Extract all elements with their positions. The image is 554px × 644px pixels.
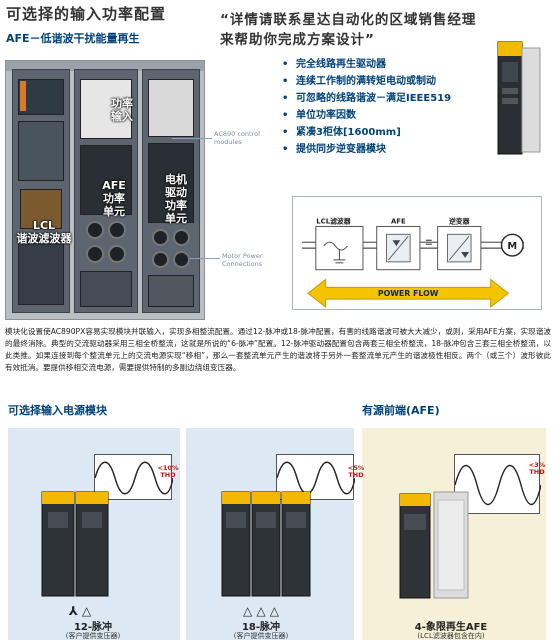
- contact-quote: “详情请联系星达自动化的区域销售经理来帮助你完成方案设计”: [220, 12, 477, 48]
- thd-label: THD: [160, 471, 176, 479]
- annotation-control-modules: AC890 control modules: [214, 130, 260, 146]
- drive-product-image: [497, 41, 541, 155]
- annotation-line-control: [172, 138, 212, 139]
- label-afe-unit: AFE 功率 单元: [102, 179, 126, 218]
- feature-item: 完全线路再生驱动器: [282, 56, 451, 73]
- drive-afe-image: [399, 491, 469, 599]
- cabinet-photo: 功率 输入 AFE 功率 单元 电机 驱动 功率 单元 LCL 谐波滤波器: [5, 60, 205, 320]
- lcl-filter-label: LCL滤波器: [316, 217, 350, 226]
- drive-12pulse-image: [41, 491, 109, 597]
- caption-12pulse: 12-脉冲: [73, 622, 113, 633]
- feature-list: 完全线路再生驱动器 连续工作制的满转矩电动或制动 可忽略的线路谐波－满足IEEE…: [282, 56, 451, 158]
- afe-label: AFE: [391, 218, 406, 226]
- power-flow-label: POWER FLOW: [378, 289, 439, 298]
- transformer-symbol: △ △ △: [242, 604, 280, 618]
- annotation-motor-power: Motor Power Connections: [222, 252, 263, 268]
- thd-label: THD: [348, 471, 364, 479]
- subcaption-afe: (LCL滤波器包含在内): [417, 632, 485, 640]
- annotation-line-motor: [190, 258, 220, 259]
- thd-value: <5%: [347, 464, 365, 472]
- description-paragraph: 模块化设置使AC890PX容易实现模块并联输入，实现多相整流配置。通过12-脉冲…: [5, 327, 551, 372]
- thd-value: <10%: [157, 464, 179, 472]
- section-title-input-modules: 可选择输入电源模块: [8, 404, 107, 417]
- label-motor-drive-unit: 电机 驱动 功率 单元: [165, 173, 187, 225]
- power-flow-diagram: M LCL滤波器 AFE 逆变器 POWER FLOW: [292, 196, 542, 310]
- caption-18pulse: 18-脉冲: [241, 622, 281, 633]
- afe-subtitle: AFE－低谐波干扰能量再生: [6, 32, 140, 45]
- subcaption-12pulse: (客户提供变压器): [65, 632, 121, 640]
- feature-item: 提供同步逆变器模块: [282, 141, 451, 158]
- thd-label: THD: [529, 468, 545, 476]
- transformer-symbol: ⅄ △: [68, 604, 92, 618]
- subcaption-18pulse: (客户提供变压器): [233, 632, 289, 640]
- feature-item: 连续工作制的满转矩电动或制动: [282, 73, 451, 90]
- feature-item: 紧凑3柜体[1600mm]: [282, 124, 451, 141]
- feature-item: 可忽略的线路谐波－满足IEEE519: [282, 90, 451, 107]
- caption-afe: 4-象限再生AFE: [414, 622, 488, 633]
- thd-value: <3%: [528, 461, 546, 469]
- section-title-afe: 有源前端(AFE): [362, 404, 440, 417]
- inverter-label: 逆变器: [449, 217, 470, 226]
- drive-18pulse-image: [221, 491, 311, 597]
- feature-item: 单位功率因数: [282, 107, 451, 124]
- label-power-input: 功率 输入: [111, 97, 133, 123]
- page-title: 可选择的输入功率配置: [6, 5, 167, 23]
- label-lcl-filter: LCL 谐波滤波器: [16, 219, 72, 245]
- motor-label: M: [507, 241, 517, 252]
